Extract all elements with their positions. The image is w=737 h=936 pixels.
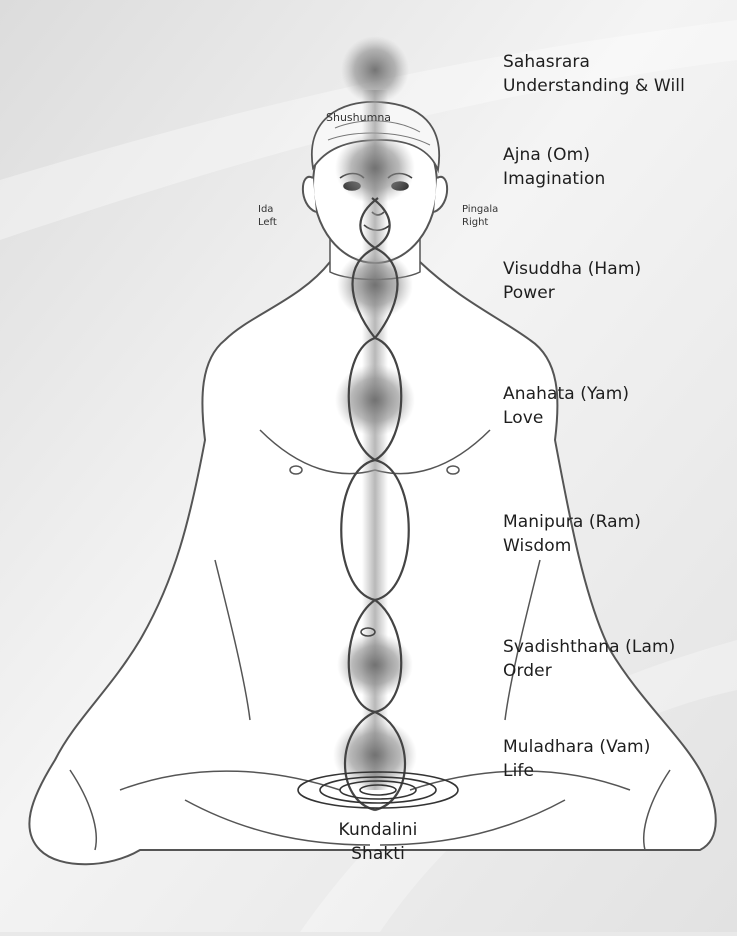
chakra-glow-sahasrara (341, 36, 409, 104)
chakra-quality: Understanding & Will (503, 74, 685, 98)
chakra-quality: Wisdom (503, 534, 641, 558)
pingala-name: Pingala (462, 203, 498, 216)
chakra-name: Muladhara (Vam) (503, 735, 650, 759)
chakra-label-visuddha: Visuddha (Ham) Power (503, 257, 641, 305)
chakra-quality: Life (503, 759, 650, 783)
ida-label: Ida Left (258, 203, 277, 229)
chakra-name: Sahasrara (503, 50, 685, 74)
shushumna-label: Shushumna (326, 111, 391, 124)
chakra-quality: Power (503, 281, 641, 305)
chakra-name: Visuddha (Ham) (503, 257, 641, 281)
ida-side: Left (258, 216, 277, 229)
chakra-label-svadishthana: Svadishthana (Lam) Order (503, 635, 675, 683)
chakra-glows (333, 36, 417, 791)
chakra-name: Anahata (Yam) (503, 382, 629, 406)
chakra-glow-visuddha (337, 251, 413, 319)
kundalini-label: Kundalini Shakti (318, 818, 438, 866)
chakra-glow-ajna (335, 132, 415, 204)
ida-name: Ida (258, 203, 277, 216)
kundalini-line2: Shakti (318, 842, 438, 866)
chakra-quality: Imagination (503, 167, 605, 191)
pingala-side: Right (462, 216, 498, 229)
chakra-quality: Order (503, 659, 675, 683)
chakra-label-anahata: Anahata (Yam) Love (503, 382, 629, 430)
chakra-label-manipura: Manipura (Ram) Wisdom (503, 510, 641, 558)
chakra-label-sahasrara: Sahasrara Understanding & Will (503, 50, 685, 98)
chakra-label-muladhara: Muladhara (Vam) Life (503, 735, 650, 783)
chakra-glow-anahata (335, 364, 415, 436)
pingala-label: Pingala Right (462, 203, 498, 229)
chakra-name: Manipura (Ram) (503, 510, 641, 534)
chakra-name: Ajna (Om) (503, 143, 605, 167)
chakra-quality: Love (503, 406, 629, 430)
chakra-name: Svadishthana (Lam) (503, 635, 675, 659)
kundalini-line1: Kundalini (318, 818, 438, 842)
chakra-label-ajna: Ajna (Om) Imagination (503, 143, 605, 191)
